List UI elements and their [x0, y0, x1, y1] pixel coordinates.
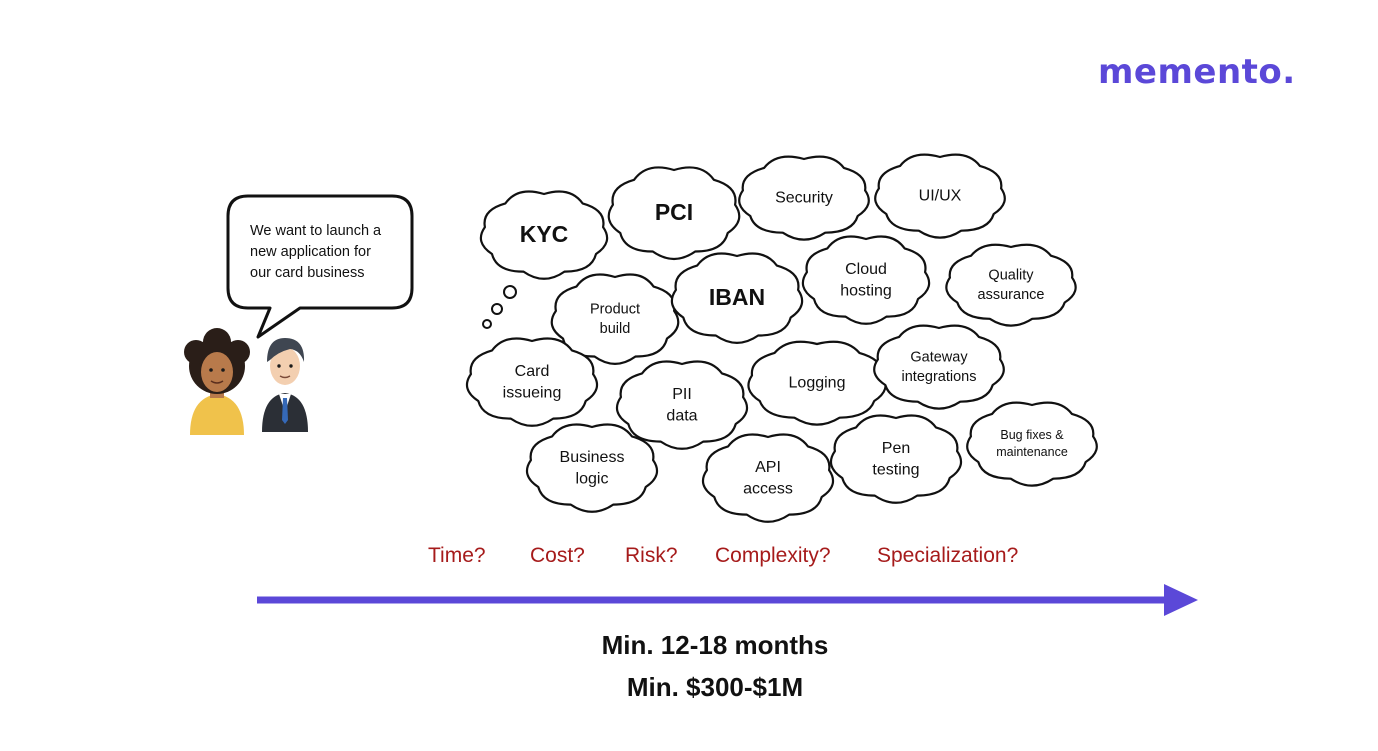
cloud-shape: [479, 190, 609, 280]
speech-line: We want to launch a: [250, 223, 382, 239]
cloud-shape: [701, 433, 835, 523]
cloud-shape: [465, 337, 599, 427]
cloud-shape: [550, 273, 680, 365]
cloud-label: Security: [775, 190, 833, 207]
cloud-shape: [873, 324, 1005, 410]
cloud-label: Cloud: [845, 261, 887, 278]
cloud-label: access: [743, 480, 793, 497]
speech-bubble-text: We want to launch a new application for …: [250, 221, 410, 284]
cloud-shape: [945, 243, 1077, 327]
thought-dot: [503, 285, 517, 299]
cloud-label: build: [600, 321, 631, 337]
result-duration: Min. 12-18 months: [601, 630, 829, 660]
cloud-label: integrations: [902, 369, 977, 385]
cloud-label: Business: [560, 449, 625, 466]
logo-dot: .: [1282, 52, 1296, 92]
cloud-pci: PCI: [607, 166, 741, 261]
cloud-shape: [738, 155, 870, 241]
cloud-label: PCI: [655, 199, 693, 225]
question-complexity: Complexity?: [715, 544, 831, 567]
cloud-shape: [525, 423, 659, 513]
cloud-ui-ux: UI/UX: [874, 153, 1006, 239]
cloud-kyc: KYC: [479, 190, 609, 280]
cloud-label: KYC: [520, 221, 569, 247]
cloud-quality-assurance: Quality assurance: [945, 243, 1077, 327]
thought-dot: [491, 303, 503, 315]
logo-text: memento: [1098, 52, 1283, 92]
cloud-label: Product: [590, 301, 640, 317]
cloud-shape: [966, 401, 1098, 487]
cloud-label: UI/UX: [919, 188, 962, 205]
cloud-pii-data: PII data: [615, 360, 749, 450]
clouds-layer: KYC PCI Security UI/UX Product build IBAN Cloud…: [465, 153, 1098, 523]
cloud-iban: IBAN: [670, 252, 804, 344]
speech-line: new application for: [250, 244, 371, 260]
thought-dot: [482, 319, 492, 329]
cloud-label: maintenance: [996, 445, 1068, 459]
cloud-label: issueing: [503, 384, 562, 401]
question-cost: Cost?: [530, 544, 585, 567]
cloud-api-access: API access: [701, 433, 835, 523]
cloud-shape: [801, 235, 931, 325]
cloud-label: hosting: [840, 282, 892, 299]
speech-line: our card business: [250, 265, 365, 281]
cloud-card-issueing: Card issueing: [465, 337, 599, 427]
cloud-shape: [670, 252, 804, 344]
question-specialization: Specialization?: [877, 544, 1019, 567]
speech-bubble-shape: [226, 194, 414, 339]
businessman-avatar-icon: [262, 338, 308, 432]
cloud-label: API: [755, 459, 781, 476]
cloud-business-logic: Business logic: [525, 423, 659, 513]
cloud-label: Logging: [789, 375, 846, 392]
cloud-label: Bug fixes &: [1000, 428, 1064, 442]
cloud-label: testing: [872, 461, 919, 478]
timeline-arrow-head: [1164, 584, 1198, 616]
cloud-label: Gateway: [910, 349, 968, 365]
question-risk: Risk?: [625, 544, 678, 567]
cloud-product-build: Product build: [550, 273, 680, 365]
cloud-label: PII: [672, 386, 692, 403]
cloud-shape: [874, 153, 1006, 239]
cloud-label: data: [666, 407, 697, 424]
cloud-logging: Logging: [747, 340, 887, 426]
cloud-label: Card: [515, 363, 550, 380]
cloud-label: Pen: [882, 440, 910, 457]
woman-avatar-icon: [184, 328, 250, 435]
cloud-shape: [615, 360, 749, 450]
cloud-label: assurance: [978, 287, 1045, 303]
result-cost: Min. $300-$1M: [626, 672, 804, 702]
cloud-label: Quality: [988, 267, 1034, 283]
cloud-label: IBAN: [709, 284, 765, 310]
cloud-pen-testing: Pen testing: [829, 414, 963, 504]
cloud-bug-fixes-maintenance: Bug fixes & maintenance: [966, 401, 1098, 487]
cloud-shape: [829, 414, 963, 504]
question-time: Time?: [428, 544, 486, 567]
cloud-shape: [607, 166, 741, 261]
cloud-label: logic: [576, 470, 609, 487]
cloud-security: Security: [738, 155, 870, 241]
memento-logo: memento.: [1098, 52, 1296, 92]
cloud-cloud-hosting: Cloud hosting: [801, 235, 931, 325]
cloud-gateway-integrations: Gateway integrations: [873, 324, 1005, 410]
